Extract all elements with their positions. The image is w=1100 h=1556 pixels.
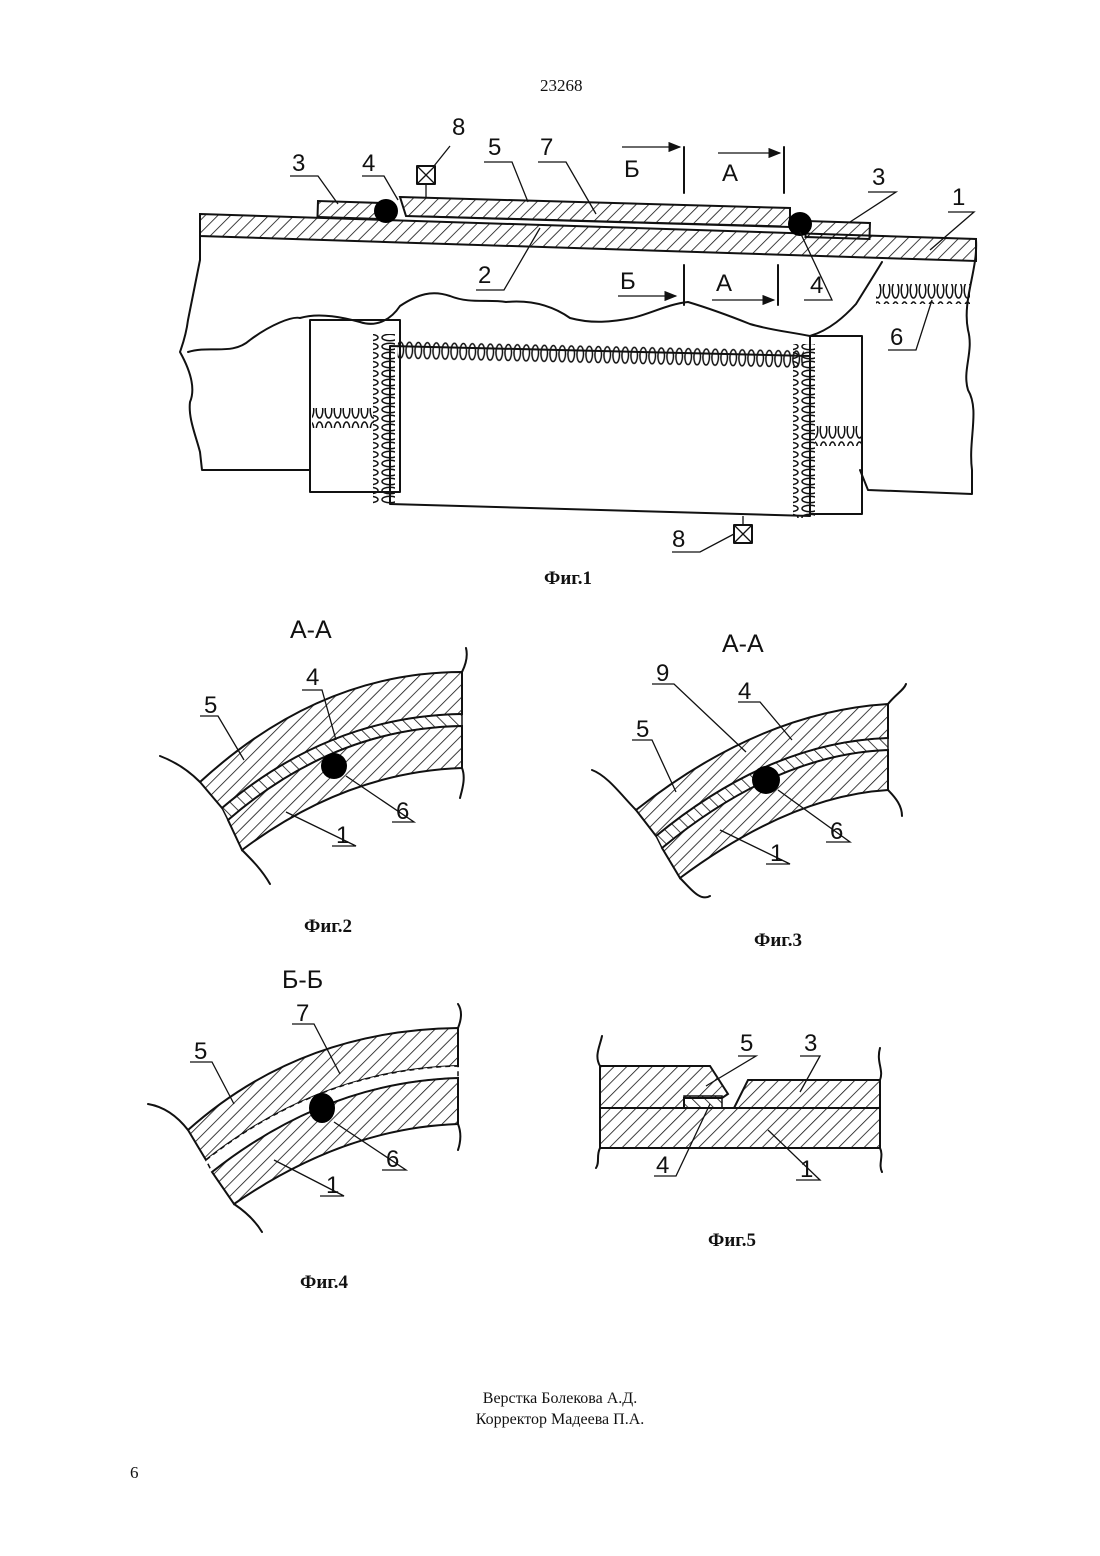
fig1-label-7: 7 xyxy=(540,134,553,162)
fig4-weld-bead xyxy=(309,1093,335,1123)
figure-5 xyxy=(596,1036,882,1180)
fig1-cut-a-bottom: А xyxy=(716,270,732,298)
weld-seam-left xyxy=(373,334,395,504)
fig3-weld-bead xyxy=(752,766,780,794)
fig1-label-3-left: 3 xyxy=(292,150,305,178)
patch-right-plate xyxy=(810,336,862,514)
fig1-label-3-right: 3 xyxy=(872,164,885,192)
fig1-label-8-top: 8 xyxy=(452,114,465,142)
fig3-section-title: А-А xyxy=(722,630,764,659)
fig5-clamp-ring xyxy=(734,1080,880,1108)
fig1-cut-b-top: Б xyxy=(624,156,640,184)
fig5-label-1: 1 xyxy=(800,1156,813,1184)
weld-seam-right xyxy=(793,344,815,518)
credits-block: Верстка Болекова А.Д. Корректор Мадеева … xyxy=(440,1388,680,1430)
patch-body xyxy=(390,346,810,516)
fig2-caption: Фиг.2 xyxy=(304,916,352,938)
fig5-liner xyxy=(684,1096,722,1108)
fig1-label-4-bottom: 4 xyxy=(810,272,823,300)
credit-layout: Верстка Болекова А.Д. xyxy=(440,1388,680,1409)
weld-seam-far-right xyxy=(876,284,970,304)
clamp-ring-right xyxy=(805,221,869,239)
weld-seam-top xyxy=(398,340,804,369)
fig2-label-1: 1 xyxy=(336,822,349,850)
fig2-section-title: А-А xyxy=(290,616,332,645)
fig5-pipe xyxy=(600,1108,880,1148)
fig1-cut-a-top: А xyxy=(722,160,738,188)
weld-seam-left-short xyxy=(312,408,374,428)
fig1-label-8-bottom: 8 xyxy=(672,526,685,554)
fig1-label-5: 5 xyxy=(488,134,501,162)
fig2-label-6: 6 xyxy=(396,798,409,826)
fig3-label-4: 4 xyxy=(738,678,751,706)
fig4-label-1: 1 xyxy=(326,1172,339,1200)
fig1-label-2: 2 xyxy=(478,262,491,290)
fig3-label-6: 6 xyxy=(830,818,843,846)
fig1-label-6: 6 xyxy=(890,324,903,352)
fig3-caption: Фиг.3 xyxy=(754,930,802,952)
fig4-label-7: 7 xyxy=(296,1000,309,1028)
weld-bead-left xyxy=(374,199,398,223)
fig2-label-4: 4 xyxy=(306,664,319,692)
fig5-label-4: 4 xyxy=(656,1152,669,1180)
fig5-label-3: 3 xyxy=(804,1030,817,1058)
fig2-label-5: 5 xyxy=(204,692,217,720)
fig5-caption: Фиг.5 xyxy=(708,1230,756,1252)
fig1-label-4-top: 4 xyxy=(362,150,375,178)
fig1-cut-b-bottom: Б xyxy=(620,268,636,296)
page-number: 6 xyxy=(130,1463,139,1483)
fig4-label-5: 5 xyxy=(194,1038,207,1066)
fig3-label-5: 5 xyxy=(636,716,649,744)
weld-seam-right-short xyxy=(815,426,863,446)
fig5-label-5: 5 xyxy=(740,1030,753,1058)
fig1-caption: Фиг.1 xyxy=(544,568,592,590)
fig4-caption: Фиг.4 xyxy=(300,1272,348,1294)
fig4-section-title: Б-Б xyxy=(282,966,323,995)
fig4-label-6: 6 xyxy=(386,1146,399,1174)
fig3-label-1: 1 xyxy=(770,840,783,868)
credit-proofreader: Корректор Мадеева П.А. xyxy=(440,1409,680,1430)
figure-1 xyxy=(180,146,976,552)
clamp-ring-left xyxy=(317,201,377,219)
fig3-label-9: 9 xyxy=(656,660,669,688)
fig1-label-1: 1 xyxy=(952,184,965,212)
fig2-weld-bead xyxy=(321,753,347,779)
